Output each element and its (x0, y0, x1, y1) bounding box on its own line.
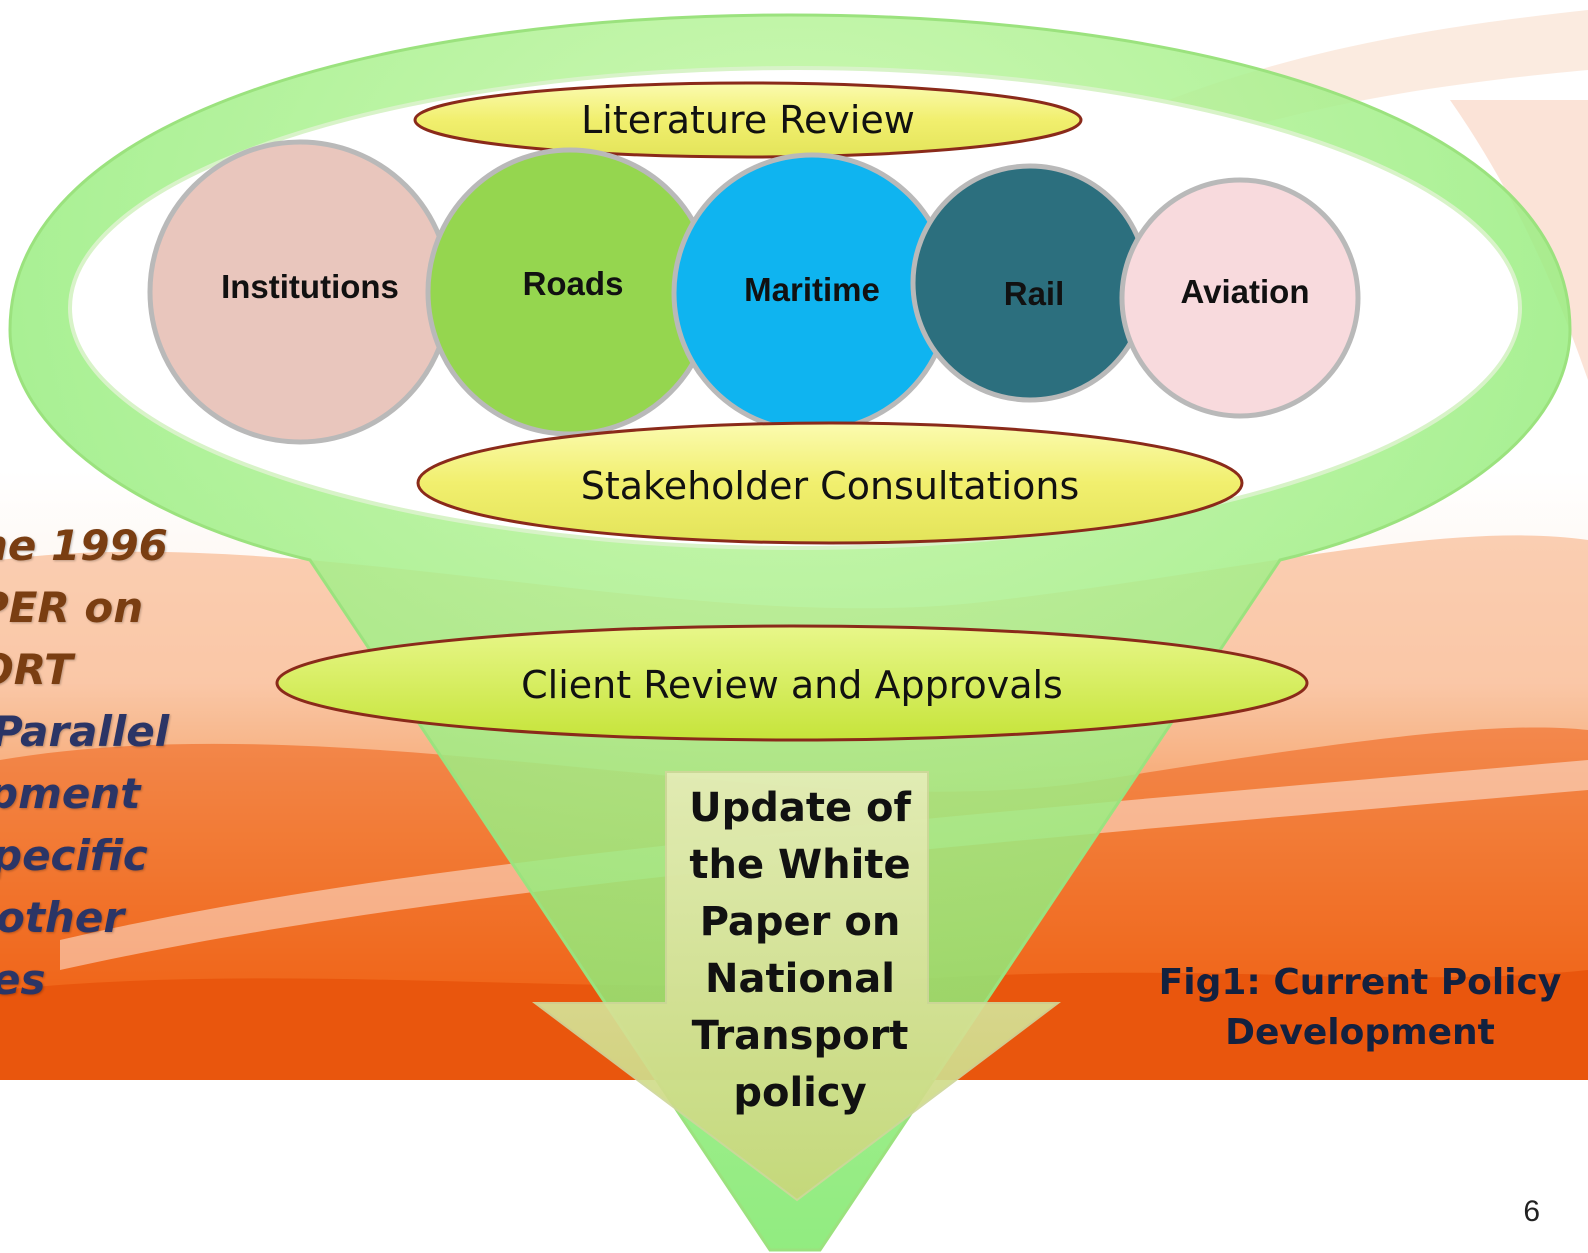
page-number: 6 (1523, 1195, 1540, 1228)
arrow-line: the White (689, 842, 911, 888)
sidebar-line: pment (0, 769, 141, 818)
rail-label: Rail (1003, 275, 1065, 312)
maritime-label: Maritime (744, 271, 880, 308)
arrow-line: National (705, 956, 895, 1002)
sidebar-line: pecific (0, 831, 148, 880)
arrow-line: Update of (689, 785, 911, 831)
stakeholder-consultations-oval (416, 421, 1244, 545)
sidebar-cropped-text: he 1996 PER on ORT Parallel pment pecifi… (0, 515, 200, 1011)
client-review-label: Client Review and Approvals (521, 663, 1063, 707)
caption-line: Development (1225, 1012, 1495, 1053)
sidebar-line: he 1996 (0, 521, 168, 570)
sidebar-line: PER on (0, 583, 144, 632)
stakeholder-consultations-label: Stakeholder Consultations (580, 464, 1080, 508)
sidebar-line: other (0, 893, 125, 942)
client-review-oval (275, 624, 1309, 742)
caption-line: Fig1: Current Policy (1158, 962, 1562, 1003)
literature-review-label: Literature Review (581, 98, 915, 142)
sidebar-line: Parallel (0, 707, 170, 756)
arrow-text: Update of the White Paper on National Tr… (650, 780, 950, 1122)
sidebar-line: ORT (0, 645, 73, 694)
literature-review-oval (413, 81, 1083, 159)
figure-caption: Fig1: Current Policy Development (1155, 958, 1565, 1058)
aviation-label: Aviation (1180, 273, 1310, 310)
roads-label: Roads (522, 265, 624, 302)
arrow-line: Transport (691, 1013, 909, 1059)
aviation-circle (1119, 177, 1361, 419)
down-arrow (532, 771, 1061, 1202)
arrow-line: policy (733, 1070, 867, 1116)
category-circles (147, 139, 1361, 445)
institutions-label: Institutions (221, 268, 399, 305)
sidebar-line: es (0, 955, 46, 1004)
arrow-line: Paper on (699, 899, 901, 945)
